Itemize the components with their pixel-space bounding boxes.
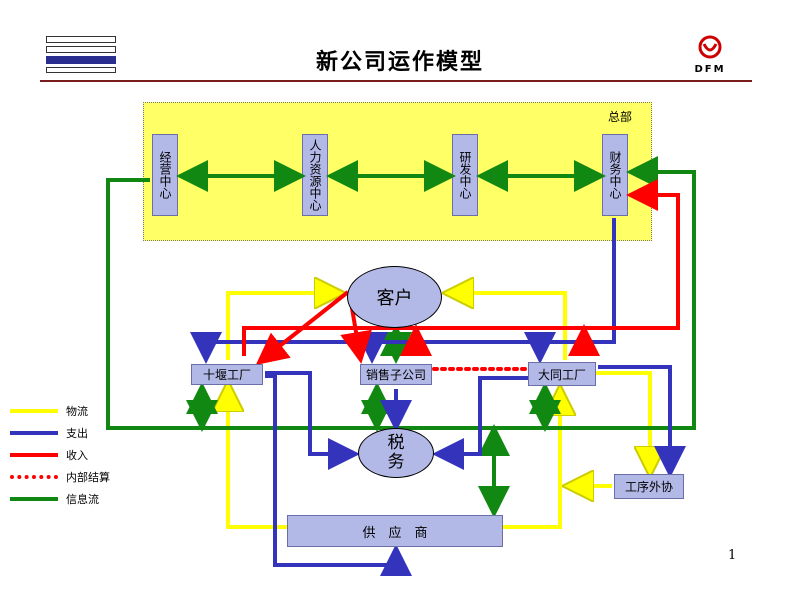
header-rule: [40, 80, 752, 82]
customer-label: 客户: [376, 288, 413, 309]
factory-left-label: 十堰工厂: [202, 368, 251, 382]
page-title: 新公司运作模型: [315, 49, 484, 75]
tax-node: 税务: [358, 428, 434, 478]
legend-item-income: 收入: [10, 447, 88, 463]
legend-item-info: 信息流: [10, 491, 99, 507]
hq-center-label: 经营中心: [158, 151, 172, 199]
hq-center-operations: 经营中心: [152, 134, 178, 216]
factory-left-node: 十堰工厂: [191, 364, 263, 385]
dfm-logo: DFM: [690, 34, 730, 76]
customer-node: 客户: [347, 266, 442, 328]
hq-label: 总部: [608, 110, 633, 124]
factory-right-node: 大同工厂: [528, 362, 596, 386]
outsource-node: 工序外协: [614, 474, 684, 499]
expense-lines: [190, 218, 686, 576]
hq-center-rnd: 研发中心: [452, 134, 478, 216]
legend-label: 物流: [66, 405, 88, 418]
legend-item-internal-settlement: 内部结算: [10, 469, 110, 485]
legend-line-expense: [10, 431, 58, 435]
outsource-label: 工序外协: [624, 480, 673, 494]
sales-label: 销售子公司: [365, 368, 426, 382]
logistics-lines: [228, 293, 650, 529]
hq-center-label: 人力资源中心: [308, 139, 322, 211]
legend-line-logistics: [10, 409, 58, 413]
hq-center-label: 研发中心: [458, 151, 472, 199]
legend-label: 信息流: [66, 493, 99, 506]
legend-label: 收入: [66, 449, 88, 462]
legend-label: 内部结算: [66, 471, 110, 484]
legend-item-logistics: 物流: [10, 403, 88, 419]
legend-line-info: [10, 497, 58, 501]
logo-text: DFM: [694, 64, 726, 75]
page-number: 1: [728, 548, 737, 563]
legend-label: 支出: [66, 427, 88, 440]
supplier-label: 供 应 商: [362, 525, 428, 541]
legend-line-income: [10, 453, 58, 457]
hq-center-hr: 人力资源中心: [302, 134, 328, 216]
tax-label: 税务: [387, 433, 405, 472]
factory-right-label: 大同工厂: [537, 367, 586, 382]
hq-center-label: 财务中心: [608, 151, 622, 199]
supplier-node: 供 应 商: [287, 515, 503, 547]
sales-subsidiary-node: 销售子公司: [360, 364, 432, 385]
legend-line-internal-settlement: [10, 475, 58, 479]
hq-center-finance: 财务中心: [602, 134, 628, 216]
header-stripes: [46, 36, 116, 74]
legend-item-expense: 支出: [10, 425, 88, 441]
